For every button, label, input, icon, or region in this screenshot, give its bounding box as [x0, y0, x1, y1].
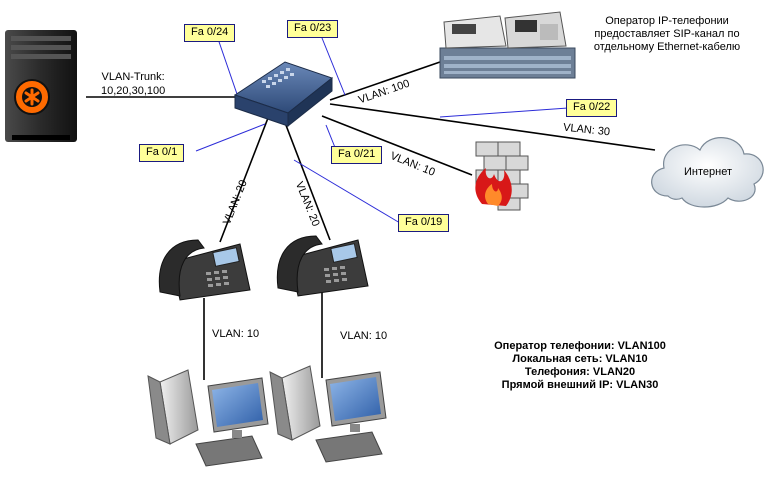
vlan-legend: Оператор телефонии: VLAN100 Локальная се… — [470, 340, 690, 392]
trunk-label-line1: VLAN-Trunk: — [101, 71, 165, 83]
ip-phone-2-icon — [276, 235, 369, 297]
internet-cloud-icon — [651, 137, 764, 208]
operator-link — [329, 61, 441, 101]
link-label-vlan10-pc1: VLAN: 10 — [212, 328, 260, 340]
workstation-2-icon — [269, 365, 387, 463]
port-label-fa021: Fa 0/21 — [331, 146, 383, 164]
ip-phone-1-icon — [158, 239, 251, 301]
link-label-vlan10-pc2: VLAN: 10 — [340, 330, 388, 342]
operator-note-line1: Оператор IP-телефонии — [605, 15, 729, 27]
port-pointers — [195, 32, 569, 224]
switch-icon — [233, 61, 334, 128]
firewall-icon — [475, 141, 529, 211]
port-label-fa023: Fa 0/23 — [287, 20, 339, 38]
legend-item-telephony: Телефония: VLAN20 — [524, 366, 636, 378]
legend-item-operator: Оператор телефонии: VLAN100 — [494, 340, 666, 352]
trunk-label: VLAN-Trunk: 10,20,30,100 — [101, 70, 165, 98]
legend-item-lan: Локальная сеть: VLAN10 — [512, 353, 648, 365]
asterisk-server — [5, 30, 77, 142]
workstation-1-icon — [147, 369, 269, 467]
operator-note: Оператор IP-телефонии предоставляет SIP-… — [582, 15, 752, 54]
phone2-link — [283, 119, 331, 241]
port-label-fa022: Fa 0/22 — [566, 99, 618, 117]
network-links — [86, 61, 656, 380]
legend-item-external-ip: Прямой внешний IP: VLAN30 — [501, 379, 659, 391]
trunk-label-line2: 10,20,30,100 — [101, 85, 166, 97]
port-label-fa024: Fa 0/24 — [184, 24, 236, 42]
operator-note-line3: отдельному Ethernet-кабелю — [593, 41, 741, 53]
internet-label: Интернет — [684, 166, 732, 178]
operator-equipment-icon — [439, 11, 576, 79]
operator-note-line2: предоставляет SIP-канал по — [594, 28, 740, 40]
port-label-fa019: Fa 0/19 — [398, 214, 450, 232]
port-label-fa01: Fa 0/1 — [139, 144, 185, 162]
internet-link — [329, 103, 656, 151]
firewall-link — [321, 115, 473, 176]
phone1-link — [219, 117, 269, 243]
